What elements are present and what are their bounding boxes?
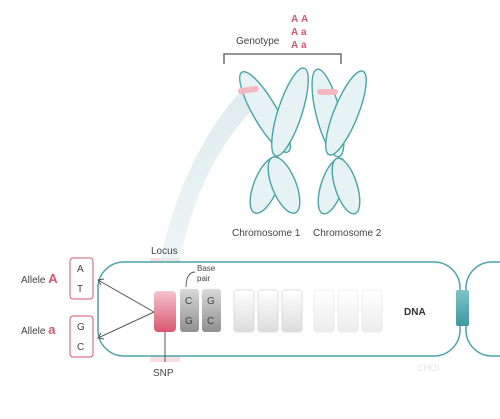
zoom-beam bbox=[160, 92, 262, 262]
genotype-allele: a bbox=[301, 40, 307, 51]
base-block bbox=[281, 289, 303, 333]
chromosome-arm bbox=[267, 156, 301, 214]
allele-a-base: C bbox=[77, 342, 84, 353]
snp-block bbox=[154, 291, 176, 332]
chromosome-1 bbox=[238, 67, 309, 214]
arrow-to-allele-A bbox=[97, 279, 155, 313]
allele-A-label: Allele A bbox=[21, 271, 58, 286]
watermark: CHOI bbox=[417, 363, 440, 373]
dna-strand-continued bbox=[465, 261, 500, 357]
genotype-label: Genotype bbox=[236, 36, 280, 47]
base-letter: C bbox=[185, 296, 192, 307]
chromosome-arm bbox=[325, 70, 367, 156]
base-pair-letters: C G G C bbox=[185, 296, 215, 327]
allele-letter: a bbox=[48, 322, 56, 337]
base-pair-label: pair bbox=[197, 274, 211, 283]
base-block bbox=[337, 289, 359, 333]
chromosome-band bbox=[317, 89, 338, 95]
arrow-to-allele-a bbox=[97, 311, 155, 339]
base-block bbox=[313, 289, 335, 333]
snp-label: SNP bbox=[153, 368, 174, 379]
chromosome-arm bbox=[331, 157, 361, 215]
allele-A-base: T bbox=[77, 284, 83, 295]
allele-letter: A bbox=[48, 271, 58, 286]
genotype-allele: a bbox=[301, 27, 307, 38]
base-pair-label: Base bbox=[197, 264, 216, 273]
base-letter: G bbox=[207, 296, 215, 307]
allele-arrows bbox=[97, 278, 155, 340]
chromosome-1-label: Chromosome 1 bbox=[232, 228, 301, 239]
allele-prefix: Allele bbox=[21, 326, 46, 337]
chromosome-arm bbox=[271, 67, 309, 157]
genotype-bracket bbox=[223, 53, 342, 64]
base-block bbox=[257, 289, 279, 333]
base-letter: G bbox=[185, 316, 193, 327]
allele-a-box bbox=[69, 315, 94, 358]
chromosome-2 bbox=[311, 68, 367, 215]
allele-A-box bbox=[69, 257, 94, 300]
arrow-to-allele-A-head bbox=[97, 278, 105, 286]
allele-a-label: Allele a bbox=[21, 322, 56, 337]
allele-prefix: Allele bbox=[21, 275, 46, 286]
genotype-allele: A bbox=[291, 14, 298, 25]
allele-a-base: G bbox=[77, 322, 85, 333]
genotype-list: A A A a A a bbox=[291, 14, 308, 51]
arrow-to-allele-a-head bbox=[97, 332, 105, 340]
base-pair-block bbox=[180, 289, 199, 332]
allele-A-base: A bbox=[77, 264, 84, 275]
genotype-allele: A bbox=[301, 14, 308, 25]
chromosome-2-label: Chromosome 2 bbox=[313, 228, 382, 239]
genotype-allele: A bbox=[291, 27, 298, 38]
locus-label: Locus bbox=[151, 246, 178, 257]
dna-label: DNA bbox=[404, 307, 426, 318]
chromosome-band bbox=[238, 85, 259, 94]
base-block bbox=[361, 289, 383, 333]
dna-connector bbox=[456, 290, 469, 326]
base-pair-leader bbox=[185, 271, 196, 288]
base-pair-block bbox=[202, 289, 221, 332]
genotype-allele: A bbox=[291, 40, 298, 51]
base-letter: C bbox=[207, 316, 214, 327]
base-block bbox=[233, 289, 255, 333]
